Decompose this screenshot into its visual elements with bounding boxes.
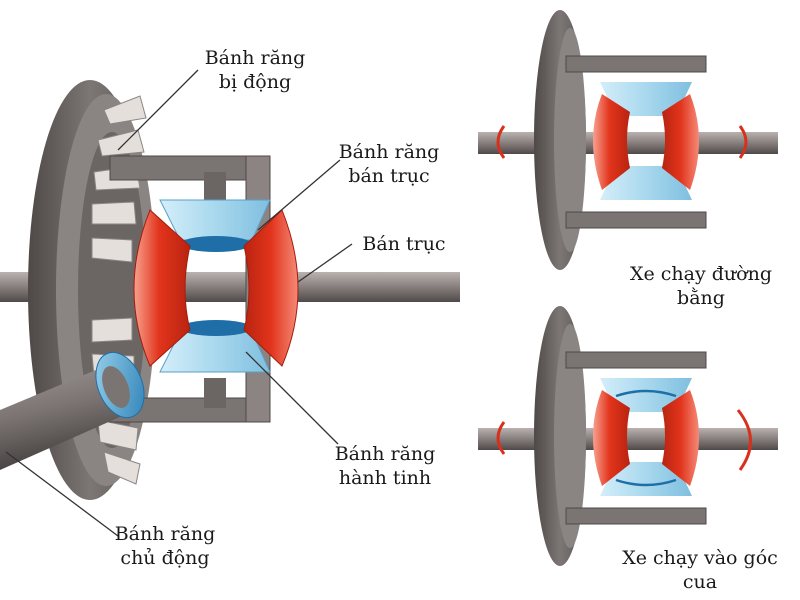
ring-gear-label: Bánh răng bị động [204,47,306,93]
pinion-label: Bánh răng chủ động [114,523,216,569]
straight-illustration [478,10,778,270]
rotation-arrow-icon [496,409,752,471]
spider-gears [159,199,271,373]
rotation-arrow-icon [496,125,748,159]
main-differential [0,80,460,500]
side-gears [133,209,299,367]
turning-illustration [478,306,778,566]
drive-pinion [0,351,145,470]
axle-label: Bán trục [362,233,446,255]
spider-gear-label: Bánh răng hành tinh [334,443,436,489]
leader-lines [5,69,353,537]
turning-label: Xe chạy vào góc cua [622,547,778,593]
side-gear-label: Bánh răng bán trục [338,141,440,187]
straight-label: Xe chạy đường bằng [629,263,773,309]
